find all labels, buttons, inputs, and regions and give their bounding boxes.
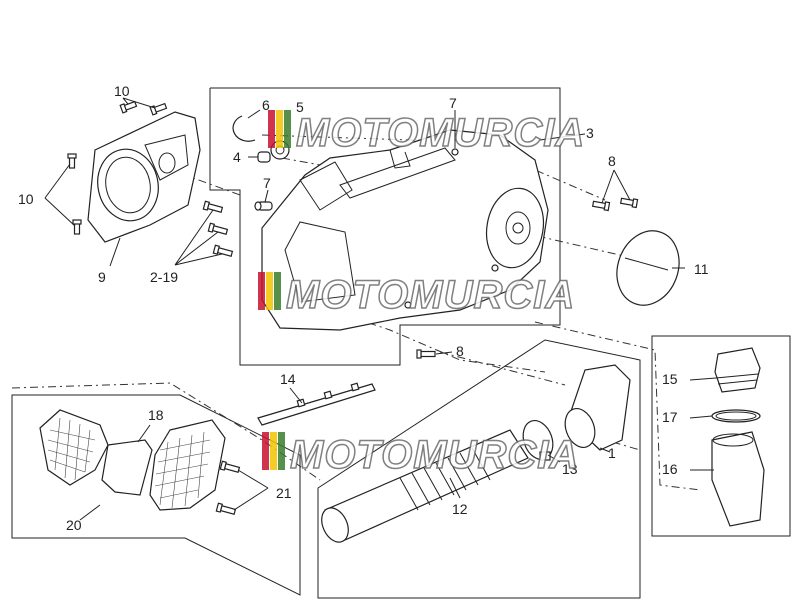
callout-2-19: 2-19 <box>150 269 178 285</box>
watermark-text: MOTOMURCIA <box>296 111 585 155</box>
callout-15: 15 <box>662 371 678 387</box>
stripe-green <box>284 110 291 148</box>
callout-10-top: 10 <box>114 83 130 99</box>
stripe-red <box>258 272 265 310</box>
callout-7-top: 7 <box>449 95 457 111</box>
stripe-yellow <box>270 432 277 470</box>
duct-tube-16 <box>711 431 765 527</box>
filter-cover-grill <box>149 419 226 511</box>
intake-elbow-1 <box>564 364 631 451</box>
callout-1: 1 <box>608 445 616 461</box>
filter-housing-20 <box>39 409 109 486</box>
watermark-text: MOTOMURCIA <box>290 433 579 477</box>
callout-4: 4 <box>233 149 241 165</box>
transmission-cover <box>261 129 549 331</box>
stripe-red <box>262 432 269 470</box>
stripe-yellow <box>276 110 283 148</box>
callout-3: 3 <box>586 125 594 141</box>
watermark-bottom: MOTOMURCIA <box>262 432 579 478</box>
callout-21: 21 <box>276 485 292 501</box>
main-cover-frame <box>209 87 561 366</box>
callout-11: 11 <box>694 261 709 277</box>
watermark-middle: MOTOMURCIA <box>258 272 575 318</box>
callout-13: 13 <box>562 461 578 477</box>
callout-20: 20 <box>66 517 82 533</box>
callout-8-right: 8 <box>608 153 616 169</box>
screw-group-8 <box>416 197 639 359</box>
sleeve-part-4 <box>257 151 271 163</box>
stripe-green <box>274 272 281 310</box>
clamp-ring-17 <box>711 409 761 423</box>
callout-9: 9 <box>98 269 106 285</box>
stripe-green <box>278 432 285 470</box>
filter-element-18 <box>101 439 153 496</box>
leader-lines <box>44 97 717 521</box>
stripe-yellow <box>266 272 273 310</box>
side-parts-frame <box>651 335 791 537</box>
watermark-top: MOTOMURCIA <box>268 110 585 156</box>
callout-14: 14 <box>280 371 296 387</box>
stripe-red <box>268 110 275 148</box>
callout-10-left: 10 <box>18 191 34 207</box>
callout-18: 18 <box>148 407 164 423</box>
callout-labels: 10 10 9 2-19 6 5 4 7 7 3 8 11 8 14 18 21… <box>18 83 709 533</box>
watermark: MOTOMURCIA MOTOMURCIA MOTOMURCIA <box>258 110 585 478</box>
screw-group-10 <box>67 100 168 235</box>
pin-part-7 <box>254 201 273 211</box>
bracket-strip <box>257 382 376 426</box>
callout-8-bottom: 8 <box>456 343 464 359</box>
watermark-text: MOTOMURCIA <box>286 273 575 317</box>
callout-17: 17 <box>662 409 678 425</box>
intake-hose-12 <box>321 429 529 543</box>
cover-cap <box>616 230 680 306</box>
callout-6: 6 <box>262 97 270 113</box>
filter-box-frame <box>11 394 301 596</box>
snap-ring <box>232 115 256 142</box>
screw-group-2-19 <box>202 200 234 257</box>
hose-clamp-13 <box>522 420 554 461</box>
callout-16: 16 <box>662 461 678 477</box>
inner-cover-plate <box>87 111 201 243</box>
callout-7-mid: 7 <box>263 175 271 191</box>
callout-12: 12 <box>452 501 468 517</box>
duct-boot-15 <box>714 347 761 393</box>
intake-duct-frame <box>317 339 641 599</box>
callout-5: 5 <box>296 99 304 115</box>
screw-group-21 <box>215 460 241 515</box>
